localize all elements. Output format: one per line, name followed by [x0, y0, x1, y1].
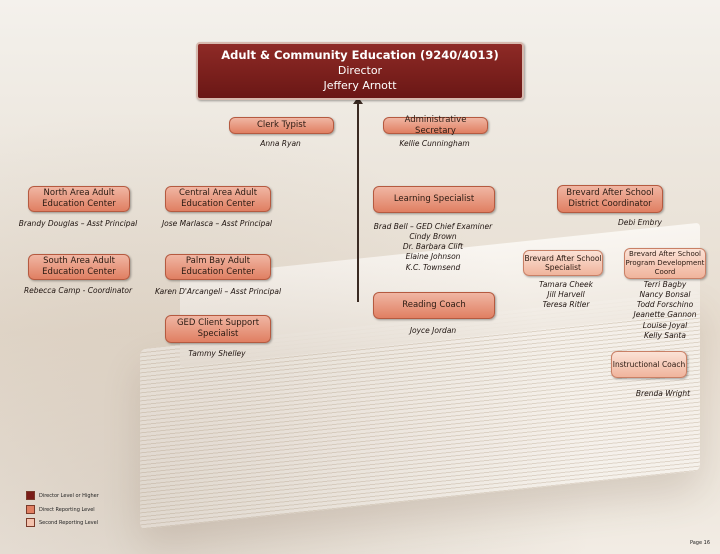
program-dev-name: Todd Forschino — [636, 300, 694, 310]
central-center-name: Jose Marlasca – Asst Principal — [161, 219, 273, 228]
reading-coach-box[interactable]: Reading Coach — [373, 292, 495, 319]
ged-client-box[interactable]: GED Client Support Specialist — [165, 315, 271, 343]
admin-secretary-title: Administrative Secretary — [404, 114, 467, 136]
specialist-name: Tamara Cheek — [539, 280, 593, 289]
learning-name: Brad Bell – GED Chief Examiner — [373, 222, 493, 231]
north-center-title: North Area Adult Education Center — [42, 188, 116, 209]
learning-name: Dr. Barbara Clift — [402, 242, 464, 252]
central-center-title: Central Area Adult Education Center — [178, 188, 258, 209]
program-dev-title: Brevard After School Program Development… — [625, 250, 705, 276]
palm-bay-center-box[interactable]: Palm Bay Adult Education Center — [165, 254, 271, 280]
central-center-box[interactable]: Central Area Adult Education Center — [165, 186, 271, 212]
after-school-coordinator-box[interactable]: Brevard After School District Coordinato… — [557, 185, 663, 213]
north-center-box[interactable]: North Area Adult Education Center — [28, 186, 130, 212]
after-school-coordinator-name: Debi Embry — [618, 218, 662, 227]
ged-client-name: Tammy Shelley — [188, 349, 246, 358]
learning-specialist-names: Brad Bell – GED Chief Examiner Cindy Bro… — [363, 222, 503, 273]
specialist-name: Teresa Ritler — [542, 300, 590, 310]
admin-secretary-name: Kellie Cunningham — [399, 139, 470, 148]
after-school-specialist-title: Brevard After School Specialist — [524, 253, 602, 272]
after-school-specialist-box[interactable]: Brevard After School Specialist — [523, 250, 603, 276]
connector-director-trunk — [357, 97, 359, 302]
learning-name: Elaine Johnson — [405, 252, 461, 262]
program-dev-name: Nancy Bonsal — [639, 290, 691, 300]
south-center-name: Rebecca Camp - Coordinator — [23, 286, 133, 295]
specialist-name: Jill Harvell — [547, 290, 585, 300]
clerk-typist-name: Anna Ryan — [260, 139, 301, 148]
legend-item-director: Director Level or Higher — [26, 491, 99, 500]
connector-director-arrow — [353, 97, 363, 104]
director-role: Director — [337, 63, 383, 77]
legend-swatch-second — [26, 518, 35, 527]
legend-label: Second Reporting Level — [39, 519, 99, 526]
program-dev-names: Terri Bagby Nancy Bonsal Todd Forschino … — [624, 280, 706, 341]
director-title: Adult & Community Education (9240/4013) — [221, 48, 499, 63]
learning-specialist-title: Learning Specialist — [393, 194, 475, 205]
after-school-coordinator-title: Brevard After School District Coordinato… — [566, 188, 654, 209]
legend-item-direct: Direct Reporting Level — [26, 505, 95, 514]
legend-label: Director Level or Higher — [39, 492, 99, 499]
instructional-coach-title: Instructional Coach — [612, 359, 686, 369]
instructional-coach-name: Brenda Wright — [635, 389, 691, 398]
palm-bay-center-title: Palm Bay Adult Education Center — [181, 256, 255, 277]
director-box[interactable]: Adult & Community Education (9240/4013) … — [196, 42, 524, 100]
legend-item-second: Second Reporting Level — [26, 518, 98, 527]
legend-swatch-director — [26, 491, 35, 500]
south-center-box[interactable]: South Area Adult Education Center — [28, 254, 130, 280]
instructional-coach-box[interactable]: Instructional Coach — [611, 351, 687, 378]
admin-secretary-box[interactable]: Administrative Secretary — [383, 114, 488, 136]
legend-label: Direct Reporting Level — [39, 506, 95, 513]
page-number: Page 16 — [689, 540, 710, 546]
program-dev-name: Jeanette Gannon — [633, 310, 697, 320]
palm-bay-center-name: Karen D'Arcangeli – Asst Principal — [155, 287, 282, 296]
learning-specialist-box[interactable]: Learning Specialist — [373, 186, 495, 213]
program-dev-box[interactable]: Brevard After School Program Development… — [624, 248, 706, 279]
learning-name: K.C. Townsend — [405, 262, 461, 272]
program-dev-name: Kelly Santa — [644, 330, 686, 340]
clerk-typist-title: Clerk Typist — [256, 120, 307, 131]
after-school-specialist-names: Tamara Cheek Jill Harvell Teresa Ritler — [523, 280, 609, 310]
director-name: Jeffery Arnott — [323, 78, 397, 92]
reading-coach-title: Reading Coach — [402, 300, 466, 311]
north-center-name: Brandy Douglas – Asst Principal — [18, 219, 138, 228]
ged-client-title: GED Client Support Specialist — [176, 318, 260, 339]
south-center-title: South Area Adult Education Center — [42, 256, 116, 277]
reading-coach-name: Joyce Jordan — [409, 326, 457, 335]
program-dev-name: Louise Joyal — [642, 320, 688, 330]
clerk-typist-box[interactable]: Clerk Typist — [229, 117, 334, 134]
legend-swatch-direct — [26, 505, 35, 514]
program-dev-name: Terri Bagby — [643, 280, 687, 289]
learning-name: Cindy Brown — [409, 232, 457, 242]
